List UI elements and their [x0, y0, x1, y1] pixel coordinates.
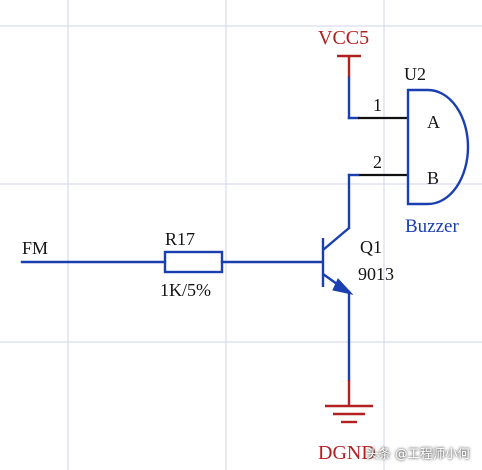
buzzer-pin-b-label: B: [427, 168, 439, 188]
fm-net-label: FM: [22, 238, 48, 258]
transistor-value-label: 9013: [358, 264, 394, 284]
dgnd-label: DGND: [318, 442, 376, 464]
resistor-r17: R17 1K/5%: [160, 229, 224, 300]
vcc5-power-port: VCC5: [318, 27, 369, 78]
buzzer-name-label: Buzzer: [405, 216, 459, 237]
watermark-text: 头条 @工程师小何: [366, 445, 470, 461]
resistor-ref-label: R17: [165, 229, 195, 249]
watermark: 头条 @工程师小何: [366, 440, 478, 464]
net-pin2-to-collector: [347, 173, 360, 230]
buzzer-symbol: U2 A B Buzzer: [404, 64, 470, 237]
resistor-value-label: 1K/5%: [160, 280, 211, 300]
net-fm-input: FM: [20, 238, 167, 264]
transistor-ref-label: Q1: [360, 237, 382, 257]
vcc5-label: VCC5: [318, 27, 369, 49]
buzzer-ref-label: U2: [404, 64, 426, 84]
dgnd-ground-symbol: DGND: [318, 380, 376, 464]
net-vcc-to-pin1: [347, 76, 360, 120]
buzzer-pins: 1 2: [358, 95, 408, 177]
buzzer-pin-a-label: A: [427, 112, 440, 132]
npn-transistor-q1: Q1 9013: [321, 227, 394, 295]
emitter-arrow-icon: [332, 278, 354, 295]
pin-1-label: 1: [373, 95, 382, 115]
pin-2-label: 2: [373, 152, 382, 172]
